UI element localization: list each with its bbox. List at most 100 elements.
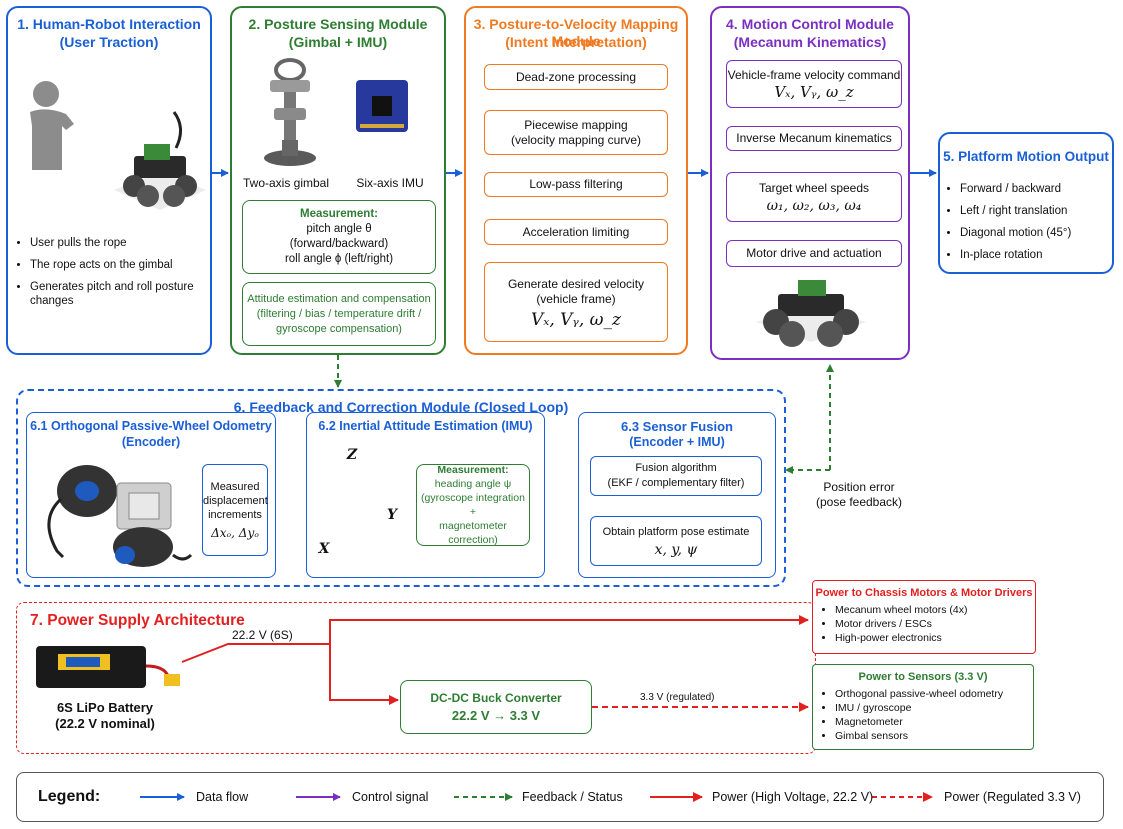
- step-label: (vehicle frame): [536, 291, 616, 306]
- module-6-title: 6. Feedback and Correction Module (Close…: [233, 399, 569, 415]
- imu-image: [352, 76, 412, 136]
- imu-label: Six-axis IMU: [356, 176, 424, 190]
- roll-angle-text: roll angle ϕ (left/right): [284, 253, 394, 265]
- module-4-subtitle: (Mecanum Kinematics): [733, 34, 887, 50]
- step-label: Low-pass filtering: [529, 177, 623, 191]
- module-5-bullets: Forward / backward Left / right translat…: [946, 182, 1112, 270]
- chassis-power-list: Mecanum wheel motors (4x) Motor drivers …: [821, 603, 1031, 645]
- pose-symbols: x, y, ψ: [654, 541, 698, 558]
- chassis-item: High-power electronics: [835, 631, 1031, 645]
- m5-bullet: Diagonal motion (45°): [960, 226, 1112, 240]
- step-label: Vehicle-frame velocity command: [727, 68, 901, 82]
- legend-power-hv: Power (High Voltage, 22.2 V): [712, 790, 874, 804]
- heading-line: magnetometer correction): [439, 520, 507, 546]
- sensor-item: Magnetometer: [835, 715, 1031, 729]
- step-inverse-kinematics: Inverse Mecanum kinematics: [726, 126, 902, 151]
- step-label: Generate desired velocity: [507, 276, 645, 291]
- fusion-title: 6.3 Sensor Fusion: [621, 419, 733, 434]
- displacement-label: Measured: [210, 481, 260, 493]
- step-vehicle-command: Vehicle-frame velocity command Vₓ, Vᵧ, ω…: [726, 60, 902, 108]
- axis-z-label: Z: [346, 447, 358, 463]
- fusion-line: Fusion algorithm: [635, 462, 717, 474]
- step-motor-drive: Motor drive and actuation: [726, 240, 902, 267]
- chassis-power-panel: Power to Chassis Motors & Motor Drivers …: [812, 580, 1036, 654]
- measurement-box: Measurement: pitch angle θ (forward/back…: [242, 200, 436, 274]
- position-error-line: (pose feedback): [815, 495, 903, 509]
- sensor-power-list: Orthogonal passive-wheel odometry IMU / …: [821, 687, 1031, 743]
- sensor-item: Orthogonal passive-wheel odometry: [835, 687, 1031, 701]
- legend-title: Legend:: [38, 788, 101, 805]
- position-error-line: Position error: [823, 480, 895, 494]
- chassis-item: Mecanum wheel motors (4x): [835, 603, 1031, 617]
- robot-image: [114, 108, 206, 218]
- battery-line: (22.2 V nominal): [55, 716, 155, 731]
- heading-line: (gyroscope integration +: [421, 492, 525, 518]
- module-2-subtitle: (Gimbal + IMU): [288, 34, 388, 50]
- module-2-title: 2. Posture Sensing Module: [248, 16, 428, 32]
- hv-label: 22.2 V (6S): [232, 628, 293, 642]
- heading-box: Measurement: heading angle ψ (gyroscope …: [416, 464, 530, 546]
- step-label: Acceleration limiting: [522, 224, 630, 239]
- step-label: (velocity mapping curve): [510, 132, 642, 147]
- chassis-item: Motor drivers / ESCs: [835, 617, 1031, 631]
- axis-x-label: X: [318, 541, 330, 557]
- step-dead-zone: Dead-zone processing: [484, 64, 668, 90]
- velocity-symbols: Vₓ, Vᵧ, ω_z: [774, 83, 854, 101]
- gimbal-image: [260, 58, 320, 170]
- displacement-symbols: Δxₒ, Δyₒ: [211, 526, 259, 540]
- legend-power-lv: Power (Regulated 3.3 V): [944, 790, 1081, 804]
- position-error-label: Position error (pose feedback): [804, 480, 914, 510]
- axis-y-label: Y: [387, 507, 397, 523]
- measurement-title: Measurement:: [300, 208, 378, 220]
- legend-panel: [16, 772, 1104, 822]
- pose-line: Obtain platform pose estimate: [602, 525, 750, 538]
- gimbal-label: Two-axis gimbal: [242, 176, 330, 190]
- odometry-title: 6.1 Orthogonal Passive-Wheel Odometry: [30, 419, 272, 433]
- m1-bullet: The rope acts on the gimbal: [30, 258, 208, 272]
- module-4-title: 4. Motion Control Module: [726, 16, 894, 32]
- module-7-title: 7. Power Supply Architecture: [30, 612, 245, 629]
- step-label: Piecewise mapping: [524, 117, 628, 132]
- buck-title: DC-DC Buck Converter: [430, 691, 562, 705]
- module-5-title: 5. Platform Motion Output: [943, 149, 1109, 164]
- module-3-title: 3. Posture-to-Velocity Mapping Module: [473, 16, 679, 49]
- pitch-direction-text: (forward/backward): [289, 238, 389, 250]
- m1-bullet: User pulls the rope: [30, 236, 208, 250]
- power-hv-to-buck: [329, 644, 399, 705]
- robot-image-2: [756, 270, 866, 352]
- fusion-algorithm-box: Fusion algorithm (EKF / complementary fi…: [590, 456, 762, 496]
- attitude-line: gyroscope compensation): [276, 322, 402, 335]
- step-wheel-speeds: Target wheel speeds ω₁, ω₂, ω₃, ω₄: [726, 172, 902, 222]
- displacement-label: increments: [208, 509, 262, 521]
- inertial-title: 6.2 Inertial Attitude Estimation (IMU): [318, 419, 533, 433]
- odometry-subtitle: (Encoder): [121, 435, 181, 449]
- fusion-subtitle: (Encoder + IMU): [629, 435, 725, 449]
- lv-label: 3.3 V (regulated): [640, 692, 715, 703]
- module-3-subtitle: (Intent Interpretation): [505, 34, 647, 50]
- battery-label: 6S LiPo Battery (22.2 V nominal): [40, 700, 170, 732]
- step-label: Inverse Mecanum kinematics: [736, 131, 892, 145]
- module-1-subtitle: (User Traction): [59, 34, 159, 50]
- step-label: Target wheel speeds: [758, 180, 870, 195]
- attitude-box: Attitude estimation and compensation (fi…: [242, 282, 436, 346]
- m1-bullet: Generates pitch and roll posture changes: [30, 280, 208, 308]
- buck-voltage: 22.2 V → 3.3 V: [451, 708, 541, 723]
- step-low-pass: Low-pass filtering: [484, 172, 668, 197]
- sensor-item: IMU / gyroscope: [835, 701, 1031, 715]
- odometry-wheel-image: [33, 459, 193, 571]
- chassis-power-title: Power to Chassis Motors & Motor Drivers: [815, 587, 1033, 599]
- step-label: Dead-zone processing: [515, 69, 637, 84]
- legend-feedback: Feedback / Status: [522, 790, 623, 804]
- legend-data-flow: Data flow: [196, 790, 249, 804]
- velocity-symbols: Vₓ, Vᵧ, ω_z: [531, 309, 621, 330]
- displacement-box: Measured displacement increments Δxₒ, Δy…: [202, 464, 268, 556]
- attitude-line: Attitude estimation and compensation: [247, 292, 431, 305]
- fusion-line: (EKF / complementary filter): [607, 477, 745, 489]
- pitch-angle-text: pitch angle θ: [306, 223, 372, 235]
- battery-image: [36, 642, 186, 692]
- module-1-bullets: User pulls the rope The rope acts on the…: [16, 236, 208, 316]
- m5-bullet: Forward / backward: [960, 182, 1112, 196]
- module-1-title: 1. Human-Robot Interaction: [17, 16, 201, 32]
